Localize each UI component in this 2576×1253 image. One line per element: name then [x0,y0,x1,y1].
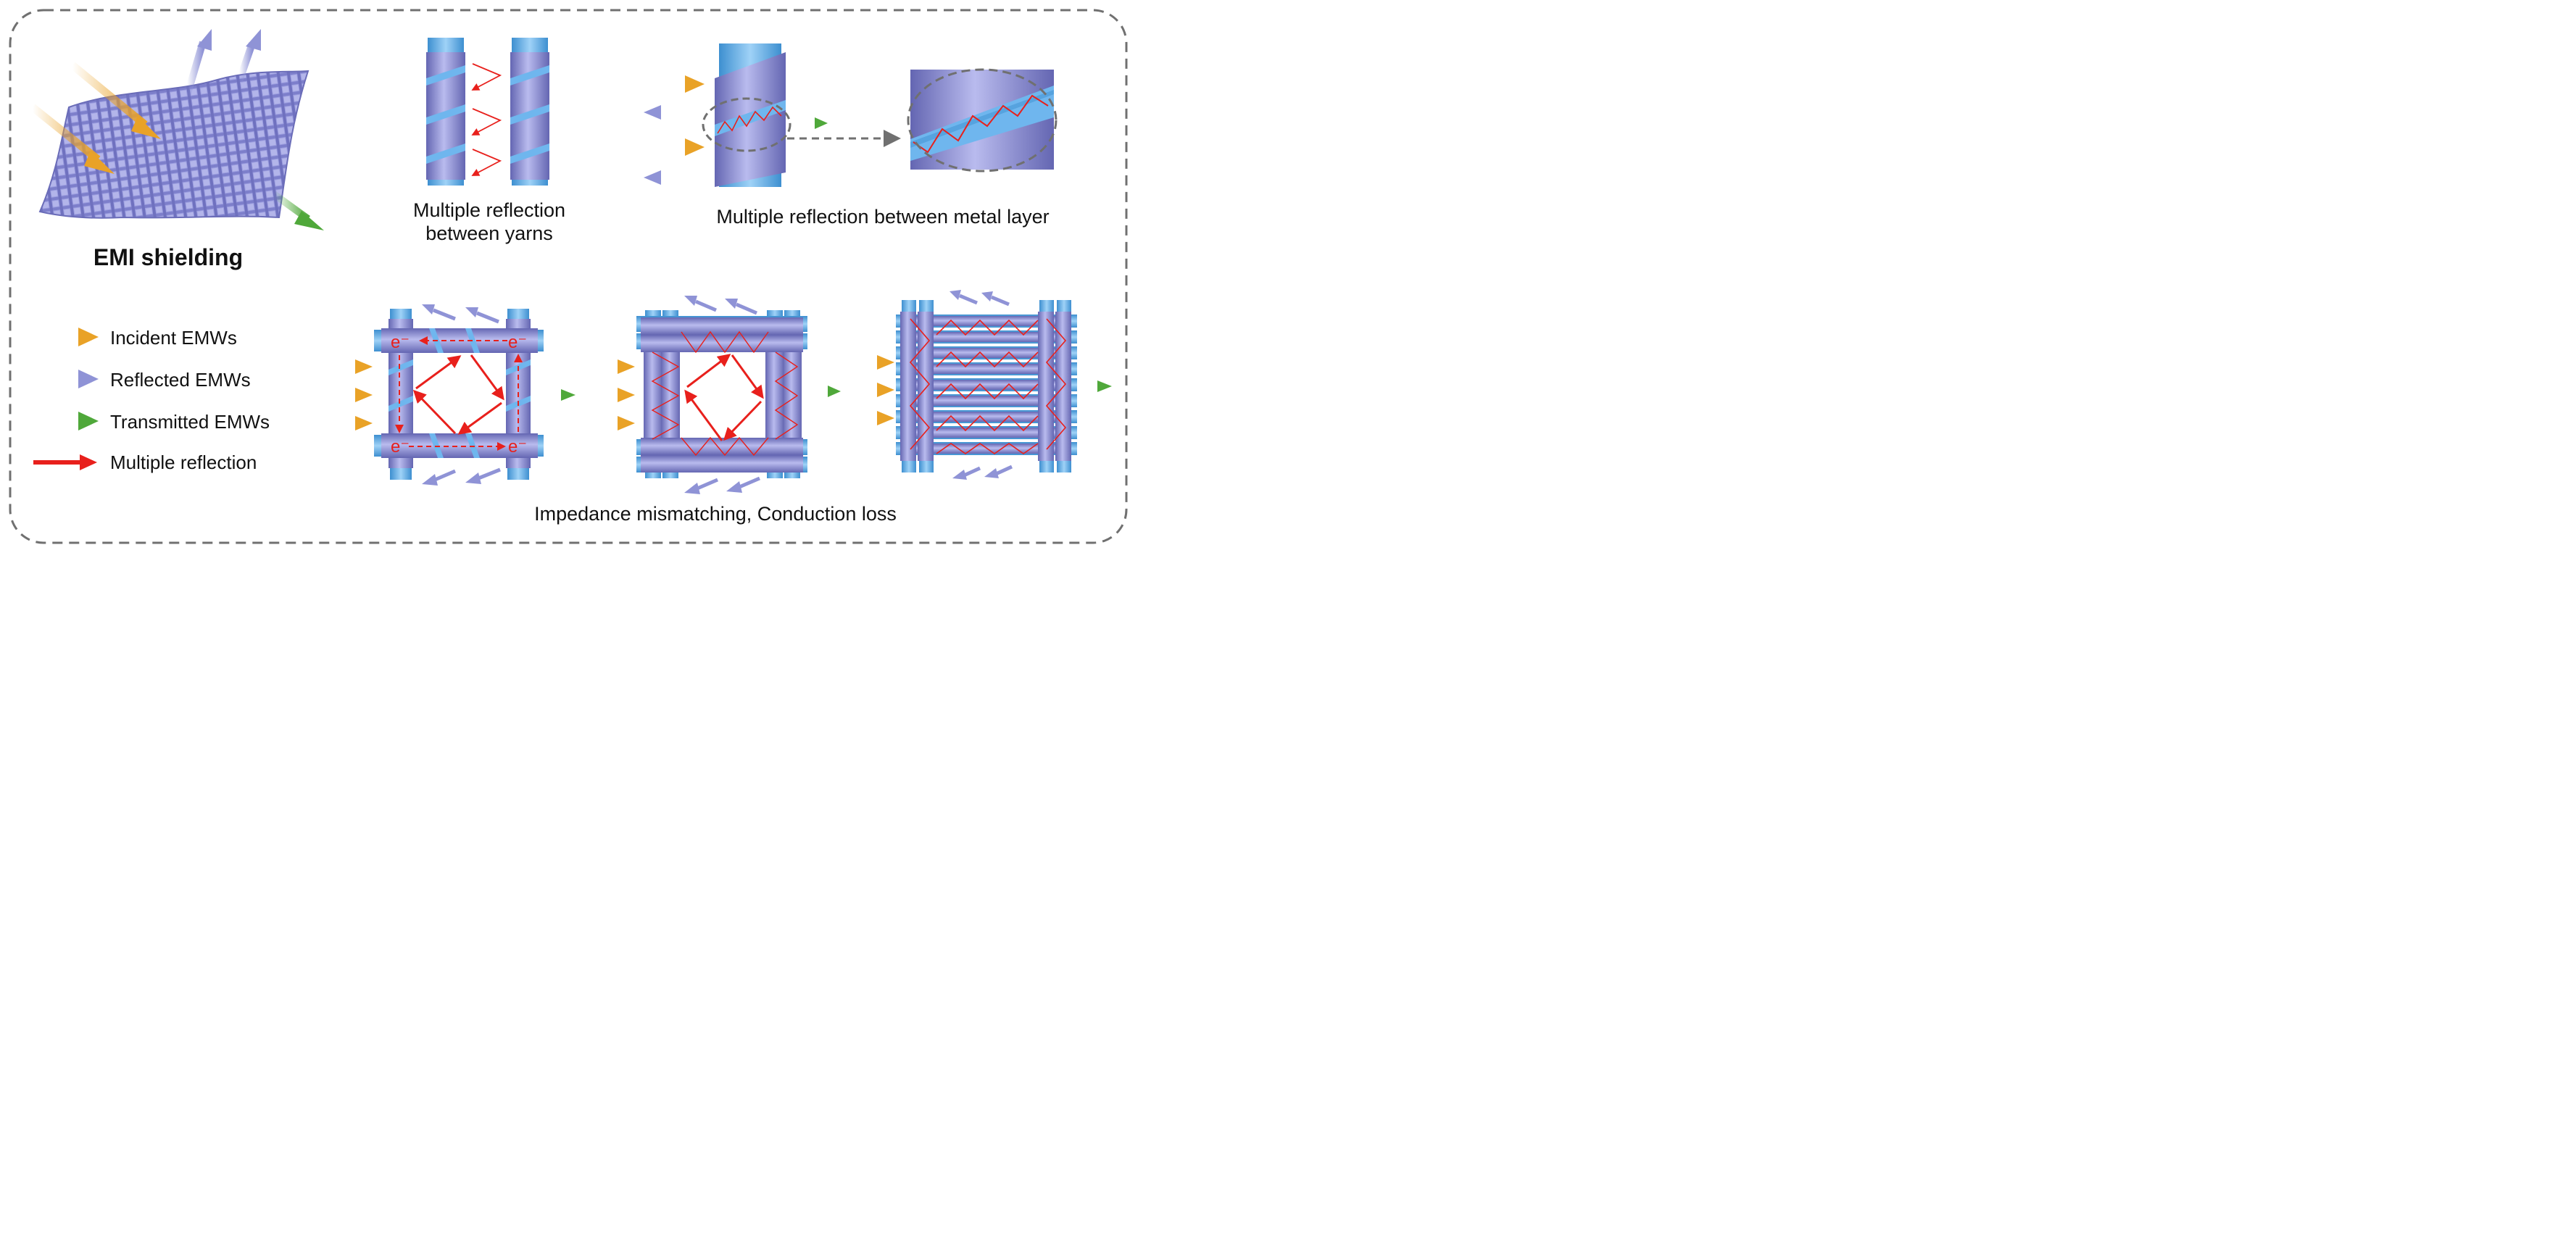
yarn-right [510,38,549,186]
incident-arrow-icon [316,388,373,402]
transmitted-arrow-icon [272,191,324,230]
reflected-arrow-icon [422,304,456,321]
reflected-arrow-icon [684,478,718,494]
reflected-arrow-icon [984,465,1013,478]
yarn-caption-line1: Multiple reflection [413,199,565,221]
legend-incident-arrow-icon [30,328,99,346]
reflected-arrow-icon [236,29,261,83]
legend-incident-label: Incident EMWs [110,327,237,349]
reflected-arrow-icon [465,307,499,324]
transmitted-arrow-icon [538,389,576,401]
emi-diagram: EMI shielding Multiple reflection betwee… [9,9,1128,544]
reflected-arrow-icon [725,299,757,315]
zoomed-metal-layer [910,70,1054,170]
incident-arrow-icon [316,416,373,430]
legend-transmitted-label: Transmitted EMWs [110,411,270,433]
yarn-caption-line2: between yarns [425,222,553,244]
incident-arrow-icon [844,355,894,370]
incident-arrow-icon [844,383,894,397]
lattice-dense-weave [844,290,1112,480]
woven-fabric-sheet [38,70,309,219]
incident-arrow-icon [580,359,635,374]
reflected-arrow-icon [465,467,501,484]
legend-multiple-reflection-arrow-icon [33,454,97,470]
legend-multiple-reflection-label: Multiple reflection [110,451,257,473]
legend-reflected-arrow-icon [30,370,99,388]
bottom-caption: Impedance mismatching, Conduction loss [534,503,897,525]
reflected-arrow-icon [952,466,981,480]
incident-arrow-icon [844,411,894,425]
transmitted-arrow-icon [1077,380,1112,392]
weft-yarn-stack [896,315,1077,455]
reflected-arrow-icon [422,469,456,486]
legend-transmitted-arrow-icon [30,412,99,430]
multiple-reflection-zigzag [471,63,502,176]
dashed-frame [9,9,1128,544]
incident-arrow-icon [638,138,705,156]
incident-arrow-icon [580,416,635,430]
legend-reflected-label: Reflected EMWs [110,369,251,391]
incident-arrow-icon [30,104,115,174]
metal-caption: Multiple reflection between metal layer [716,206,1049,228]
transmitted-arrow-icon [806,386,841,397]
lattice-double-yarn [580,296,841,494]
incident-arrow-icon [70,62,161,139]
incident-arrow-icon [316,359,373,374]
electron-label: e⁻ [391,437,410,457]
reflected-arrow-icon [950,290,978,305]
yarn-left [426,38,465,186]
incident-arrow-icon [580,388,635,402]
reflected-arrow-icon [644,170,696,185]
yarn-pair-illustration [426,38,549,186]
reflected-arrow-icon [726,476,760,493]
zoom-circle-large [907,68,1058,172]
electron-label: e⁻ [508,333,527,352]
lattice-conduction-loss: e⁻ e⁻ e⁻ e⁻ [316,304,576,486]
reflected-arrow-icon [684,296,717,312]
emi-fabric-illustration [30,29,324,230]
legend: Incident EMWs Reflected EMWs Transmitted… [30,327,270,473]
zoom-circle-small [702,97,792,152]
electron-label: e⁻ [391,333,410,352]
metal-coated-yarn [715,43,786,187]
emi-shielding-title: EMI shielding [94,244,243,270]
transmitted-arrow-icon [793,117,828,129]
incident-arrow-icon [638,75,705,93]
reflected-arrow-icon [981,291,1010,307]
reflected-arrow-icon [644,105,696,120]
electron-label: e⁻ [508,437,527,457]
metal-layer-illustration [638,43,1058,187]
reflected-arrow-icon [183,29,212,97]
